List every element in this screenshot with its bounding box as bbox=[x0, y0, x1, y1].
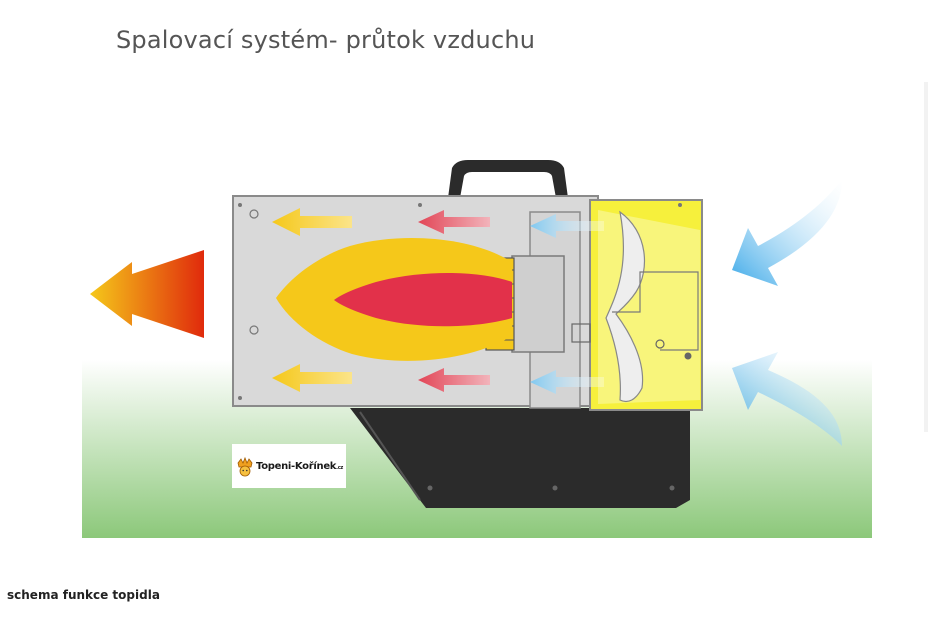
right-edge-mark bbox=[924, 82, 928, 432]
carry-handle bbox=[448, 160, 568, 198]
flow-arrow-blue-bottom bbox=[530, 370, 604, 394]
exhaust-arrow bbox=[90, 250, 204, 338]
crown-icon bbox=[237, 456, 253, 477]
heater-base bbox=[350, 408, 690, 508]
burner-head bbox=[511, 255, 565, 353]
brand-logo[interactable]: Topeni-Kořínek.cz bbox=[232, 444, 346, 488]
flow-arrow-red-bottom bbox=[418, 368, 490, 392]
fan-blade bbox=[605, 210, 646, 403]
flow-arrow-blue-top bbox=[530, 214, 604, 238]
figure-caption: schema funkce topidla bbox=[7, 588, 160, 602]
fan-chamber bbox=[589, 199, 703, 411]
flow-arrow-red-top bbox=[418, 210, 490, 234]
logo-text: Topeni-Kořínek.cz bbox=[256, 460, 344, 472]
intake-arrow-upper bbox=[732, 180, 842, 286]
flow-arrow-yellow-top bbox=[272, 208, 352, 236]
flame-inner bbox=[334, 273, 512, 327]
intake-arrow-lower bbox=[732, 352, 842, 446]
diagram-title: Spalovací systém- průtok vzduchu bbox=[116, 26, 536, 54]
flow-arrow-yellow-bottom bbox=[272, 364, 352, 392]
